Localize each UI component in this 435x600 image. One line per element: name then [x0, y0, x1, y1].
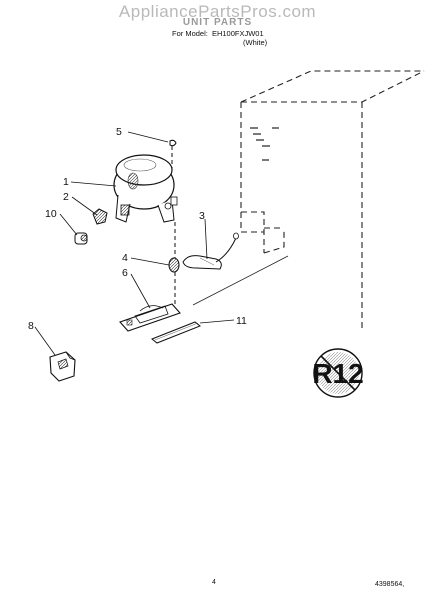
model-color: (White): [243, 38, 268, 47]
cabinet-outline: [240, 70, 425, 332]
part-11-strip: [151, 321, 201, 344]
page-number: 4: [212, 579, 216, 586]
part-8-bracket: [49, 351, 76, 382]
part-2-terminal-cover: [92, 208, 108, 225]
part-10-grommet: [74, 232, 88, 245]
callout-3: 3: [199, 210, 205, 222]
watermark: AppliancePartsPros.com: [118, 2, 317, 21]
cabinet-ticks: [250, 127, 279, 161]
model-line: For Model: EH100FXJW01: [170, 29, 264, 38]
model-number: EH100FXJW01: [211, 29, 264, 38]
callout-11: 11: [236, 315, 247, 327]
callout-6: 6: [122, 267, 128, 279]
compressor: [113, 154, 178, 223]
callout-4: 4: [122, 252, 128, 264]
callout-2: 2: [63, 191, 69, 203]
part-3-relay: [182, 232, 239, 270]
document-number: 4398564,: [375, 581, 405, 588]
cabinet-diagonal: [192, 255, 289, 306]
callout-1: 1: [63, 176, 69, 188]
callout-10: 10: [45, 208, 57, 220]
callout-5: 5: [116, 126, 122, 138]
part-5-clip: [169, 139, 177, 147]
diagram-title: UNIT PARTS: [182, 17, 253, 28]
leader-lines: [34, 131, 235, 356]
part-6-base-plate: [119, 303, 181, 332]
r12-refrigerant-badge: R12: [312, 348, 364, 398]
model-prefix: For Model:: [172, 29, 208, 38]
mounting-rod: [171, 146, 176, 310]
callout-8: 8: [28, 320, 34, 332]
callout-labels: 5 1 2 10 3 4 6 11 8: [28, 126, 247, 332]
part-4-grommet: [168, 257, 180, 273]
